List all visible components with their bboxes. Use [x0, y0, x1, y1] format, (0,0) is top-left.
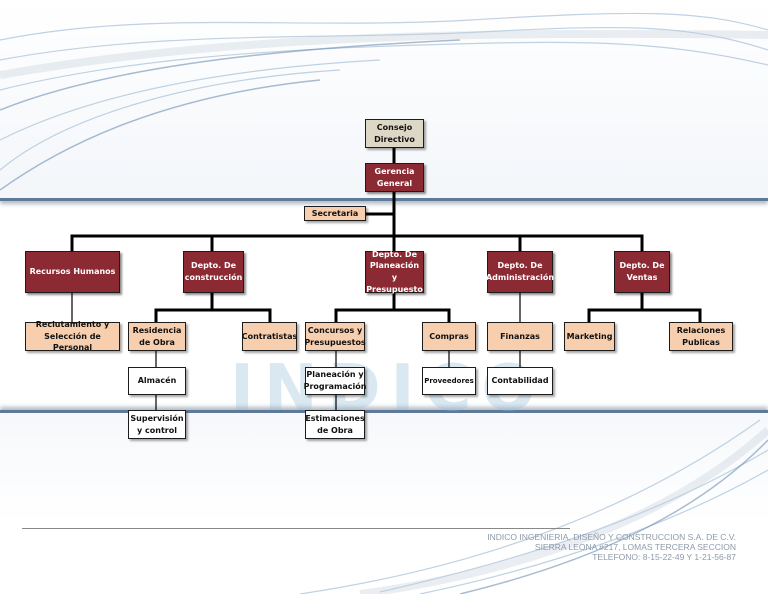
node-concursos-presupuestos: Concursos y Presupuestos [304, 322, 366, 351]
node-label: Estimaciones de Obra [305, 413, 365, 435]
node-depto-construccion: Depto. De construcción [183, 251, 244, 293]
node-depto-administracion: Depto. De Administración [485, 251, 555, 293]
node-recursos-humanos: Recursos Humanos [25, 251, 120, 293]
node-label: Relaciones Publicas [676, 325, 726, 347]
node-contabilidad: Contabilidad [487, 367, 553, 395]
node-label: Depto. De Planeación y Presupuesto [366, 249, 423, 294]
node-label: Compras [429, 331, 469, 341]
footer-company-name: INDICO INGENIERIA, DISEÑO Y CONSTRUCCION… [487, 532, 736, 542]
node-consejo-directivo: Consejo Directivo [365, 119, 424, 148]
node-estimaciones-de-obra: Estimaciones de Obra [305, 410, 365, 439]
node-label: Depto. De Administración [485, 261, 555, 282]
footer-phone: TELEFONO: 8-15-22-49 Y 1-21-56-87 [592, 552, 736, 562]
indico-watermark-logo: INDICO [230, 352, 546, 426]
node-finanzas: Finanzas [487, 322, 553, 351]
node-planeacion-programacion: Planeación y Programación [303, 367, 367, 395]
node-almacen: Almacén [128, 367, 186, 395]
node-label: Marketing [566, 331, 613, 341]
node-label: Depto. De construcción [184, 261, 243, 282]
node-label: Contabilidad [491, 376, 549, 386]
node-relaciones-publicas: Relaciones Publicas [669, 322, 733, 351]
node-label: Secretaria [311, 208, 359, 218]
node-label: Depto. De Ventas [619, 261, 665, 282]
node-label: Reclutamiento y Selección de Personal [35, 320, 110, 353]
node-compras: Compras [422, 322, 476, 351]
node-label: Gerencia General [374, 166, 415, 188]
node-depto-ventas: Depto. De Ventas [614, 251, 670, 293]
node-secretaria: Secretaria [304, 206, 366, 221]
node-label: Supervisión y control [130, 413, 184, 435]
footer-address: SIERRA LEONA #217, LOMAS TERCERA SECCION [534, 542, 736, 552]
footer-divider [22, 528, 570, 529]
node-label: Contratistas [241, 331, 298, 341]
footer-band [0, 410, 768, 594]
node-proveedores: Proveedores [422, 367, 476, 395]
node-label: Proveedores [424, 376, 474, 385]
node-label: Recursos Humanos [29, 267, 116, 277]
node-label: Planeación y Programación [303, 370, 367, 391]
footer-company-info: INDICO INGENIERIA, DISEÑO Y CONSTRUCCION… [487, 532, 736, 562]
node-marketing: Marketing [564, 322, 615, 351]
node-label: Almacén [137, 376, 177, 386]
node-gerencia-general: Gerencia General [365, 163, 424, 192]
node-label: Concursos y Presupuestos [304, 325, 366, 347]
node-label: Consejo Directivo [374, 122, 415, 144]
node-residencia-de-obra: Residencia de Obra [128, 322, 186, 351]
node-reclutamiento: Reclutamiento y Selección de Personal [25, 320, 120, 353]
node-depto-planeacion: Depto. De Planeación y Presupuesto [365, 249, 424, 294]
node-label: Finanzas [500, 331, 540, 341]
node-label: Residencia de Obra [132, 325, 182, 347]
node-supervision-control: Supervisión y control [128, 410, 186, 439]
node-contratistas: Contratistas [242, 322, 297, 351]
